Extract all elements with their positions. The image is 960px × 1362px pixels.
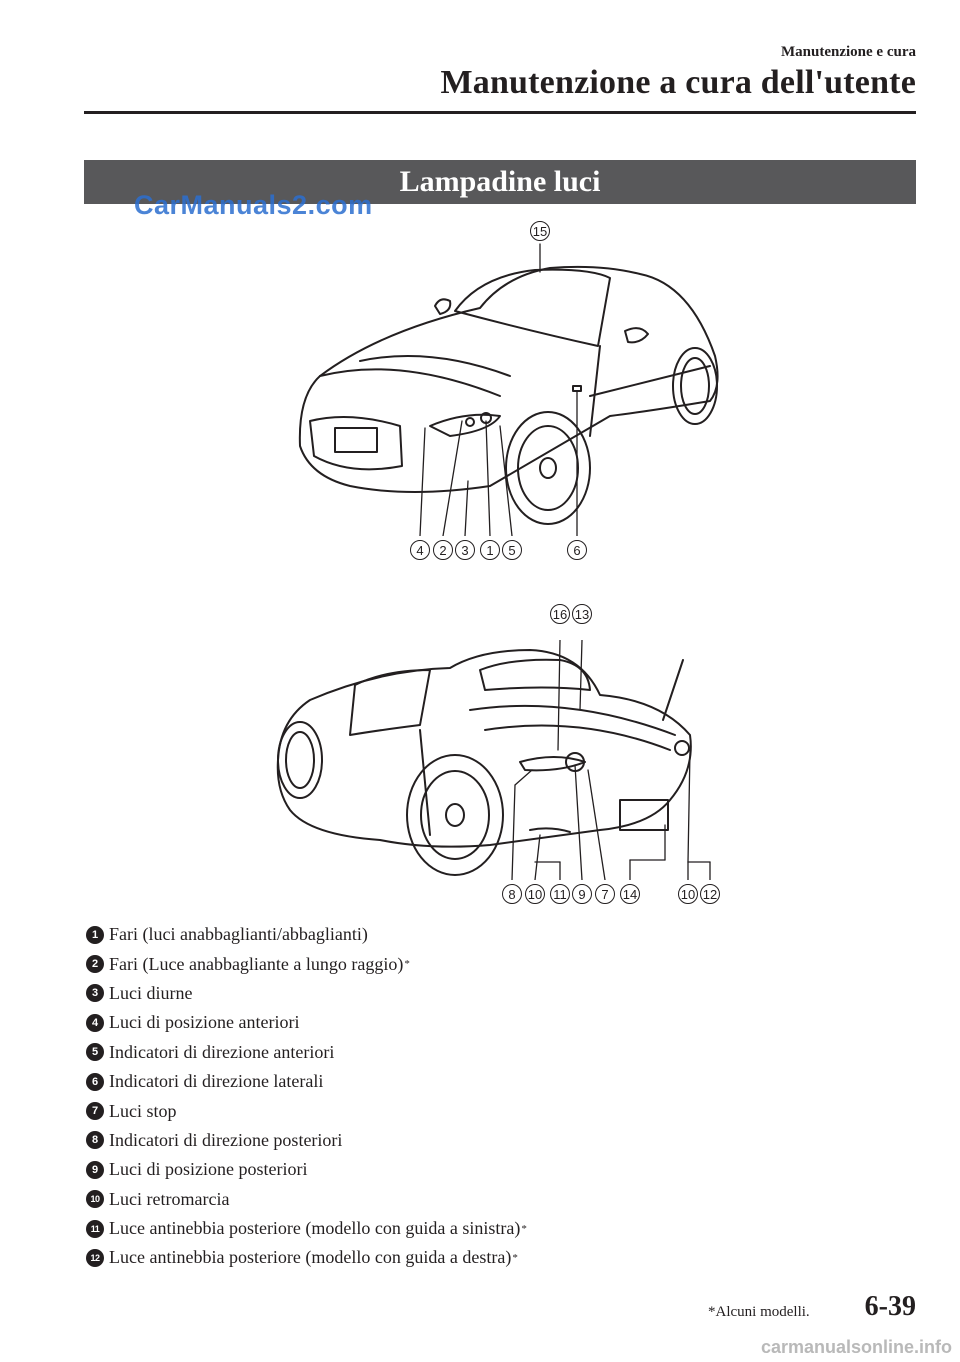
legend-text: Luci diurne (109, 982, 193, 1003)
legend-number: 3 (86, 984, 104, 1003)
legend-item: 3 Luci diurne (86, 979, 527, 1008)
legend-text: Indicatori di direzione posteriori (109, 1129, 343, 1150)
section-banner: Lampadine luci (84, 160, 916, 204)
legend-number: 8 (86, 1131, 104, 1150)
legend-number: 2 (86, 955, 104, 974)
section-header: Manutenzione e cura (781, 44, 916, 60)
callout-number: 10 (525, 884, 545, 904)
footnote-mark: * (512, 1251, 518, 1264)
callout-number: 8 (502, 884, 522, 904)
legend-item: 10 Luci retromarcia (86, 1185, 527, 1214)
footnote-mark: * (404, 958, 410, 971)
legend-text: Luci di posizione posteriori (109, 1159, 308, 1180)
callout-number: 9 (572, 884, 592, 904)
legend-text: Indicatori di direzione laterali (109, 1071, 324, 1092)
legend-item: 12 Luce antinebbia posteriore (modello co… (86, 1243, 527, 1272)
callout-number: 10 (678, 884, 698, 904)
callout-number: 15 (530, 221, 550, 241)
legend-text: Luce antinebbia posteriore (modello con … (109, 1218, 521, 1239)
legend-item: 2 Fari (Luce anabbagliante a lungo raggio… (86, 949, 527, 978)
legend-item: 7 Luci stop (86, 1096, 527, 1125)
legend-item: 1 Fari (luci anabbaglianti/abbaglianti) (86, 920, 527, 949)
callout-number: 3 (455, 540, 475, 560)
legend-text: Luci di posizione anteriori (109, 1012, 300, 1033)
callout-number: 11 (550, 884, 570, 904)
legend-text: Indicatori di direzione anteriori (109, 1041, 335, 1062)
legend-number: 9 (86, 1160, 104, 1179)
legend-item: 11 Luce antinebbia posteriore (modello co… (86, 1214, 527, 1243)
legend-item: 5 Indicatori di direzione anteriori (86, 1038, 527, 1067)
legend-number: 1 (86, 925, 104, 944)
callout-number: 4 (410, 540, 430, 560)
legend-number: 12 (86, 1248, 104, 1267)
legend-item: 4 Luci di posizione anteriori (86, 1008, 527, 1037)
legend-text: Luce antinebbia posteriore (modello con … (109, 1247, 512, 1268)
legend-number: 4 (86, 1013, 104, 1032)
legend-text: Fari (Luce anabbagliante a lungo raggio) (109, 953, 404, 974)
legend-text: Luci stop (109, 1100, 177, 1121)
footnote-mark: * (521, 1222, 527, 1235)
callout-number: 5 (502, 540, 522, 560)
page-number: 6-39 (864, 1291, 916, 1322)
callout-number: 13 (572, 604, 592, 624)
legend-number: 7 (86, 1102, 104, 1121)
legend-number: 11 (86, 1219, 104, 1238)
callout-number: 16 (550, 604, 570, 624)
footnote: *Alcuni modelli. (708, 1304, 810, 1320)
site-watermark: carmanualsonline.info (760, 1337, 952, 1357)
rear-car-illustration (276, 640, 711, 880)
legend-text: Luci retromarcia (109, 1188, 230, 1209)
legend-list: 1 Fari (luci anabbaglianti/abbaglianti) 2… (86, 920, 527, 1273)
callout-number: 2 (433, 540, 453, 560)
callout-number: 12 (700, 884, 720, 904)
callout-number: 14 (620, 884, 640, 904)
callout-number: 1 (480, 540, 500, 560)
callout-number: 7 (595, 884, 615, 904)
watermark-logo: CarManuals2.com (134, 190, 373, 220)
legend-number: 10 (86, 1190, 104, 1209)
legend-item: 8 Indicatori di direzione posteriori (86, 1126, 527, 1155)
legend-item: 9 Luci di posizione posteriori (86, 1155, 527, 1184)
page-title: Manutenzione a cura dell'utente (440, 64, 916, 101)
legend-number: 6 (86, 1072, 104, 1091)
callout-number: 6 (567, 540, 587, 560)
legend-text: Fari (luci anabbaglianti/abbaglianti) (109, 924, 368, 945)
legend-number: 5 (86, 1043, 104, 1062)
front-car-illustration (298, 243, 719, 536)
legend-item: 6 Indicatori di direzione laterali (86, 1067, 527, 1096)
header-divider (84, 111, 916, 114)
